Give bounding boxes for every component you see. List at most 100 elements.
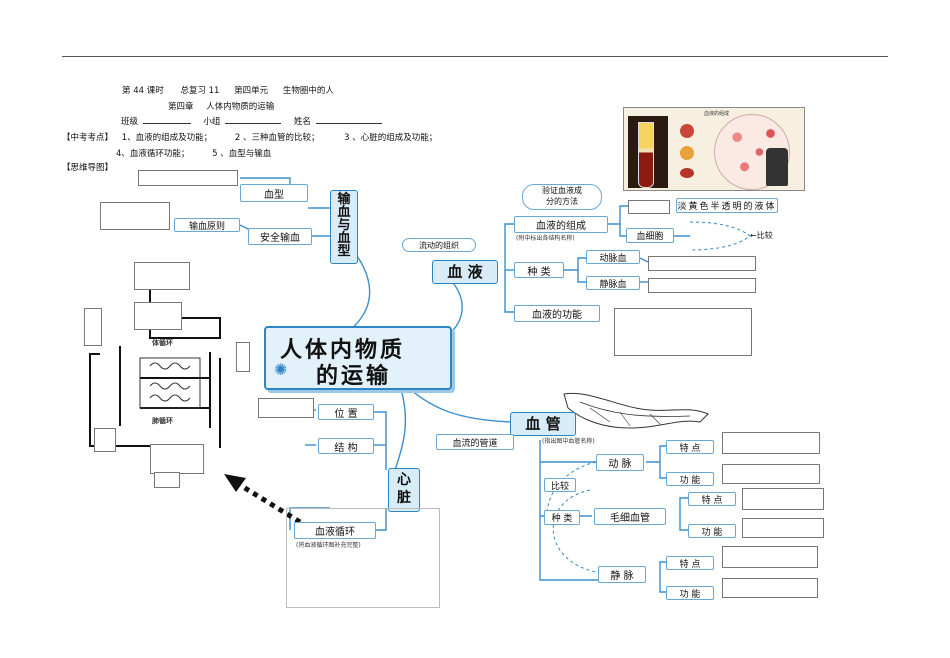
hub-char-4: 血 — [337, 231, 351, 246]
cell-sample-2 — [680, 146, 694, 160]
heart-hub: 心 脏 — [388, 468, 420, 512]
vessel-note: (指出图中血管名称) — [542, 438, 595, 445]
center-title-line2: 的运输 — [316, 364, 392, 389]
title-line: 第 44 课时 总复习 11 第四单元 生物圈中的人 — [122, 84, 334, 96]
vessel-hub-label: 血 管 — [525, 415, 561, 433]
safe-transfusion-node: 安全输血 — [248, 228, 312, 245]
circ-blank-upper[interactable] — [134, 302, 182, 330]
vessel-hub: 血 管 — [510, 412, 576, 436]
blank-capillary-feature[interactable] — [742, 488, 824, 510]
blank-blood-function[interactable] — [614, 308, 752, 356]
center-hub: 人体内物质 的运输 ✺ — [264, 326, 452, 390]
group-label: 小组 — [203, 117, 221, 127]
circulation-arrowhead — [224, 474, 246, 492]
blank-capillary-function[interactable] — [742, 518, 824, 538]
blank-artery-function[interactable] — [722, 464, 820, 484]
circ-blank-bottom[interactable] — [154, 472, 180, 488]
class-label: 班级 — [121, 117, 139, 127]
composition-note: (附中标出各结构名称) — [516, 235, 575, 242]
student-info-line: 班级 小组 姓名 — [121, 115, 382, 127]
position-node: 位 置 — [318, 404, 374, 420]
blank-plasma[interactable] — [628, 200, 670, 214]
left-arrow-icon: ← — [750, 231, 757, 240]
unit-title: 生物圈中的人 — [282, 86, 334, 96]
exam-point-2: 2 、三种血管的比较； — [234, 133, 320, 143]
microscope-image — [766, 148, 788, 186]
lesson-number: 第 44 课时 — [122, 86, 164, 96]
name-label: 姓名 — [293, 117, 311, 127]
blank-blood-type-detail[interactable] — [138, 170, 238, 186]
circ-blank-left[interactable] — [84, 308, 102, 346]
circulation-lines — [89, 290, 221, 448]
sun-icon: ✺ — [274, 360, 288, 379]
capillary-node: 毛细血管 — [594, 508, 666, 525]
circ-blank-lower-left[interactable] — [94, 428, 116, 452]
cell-sample-3 — [680, 168, 694, 178]
arterial-blood-node: 动脉血 — [586, 250, 640, 264]
circulation-note: (将血液循环图补充完整) — [296, 542, 361, 549]
blank-arterial-detail[interactable] — [648, 256, 756, 271]
blank-heart-position[interactable] — [258, 398, 314, 418]
systemic-circulation-label: 体循环 — [152, 339, 173, 347]
verify-method-bubble: 验证血液成 分的方法 — [522, 184, 602, 210]
exam-point-1: 1、血液的组成及功能； — [121, 133, 213, 143]
blank-artery-feature[interactable] — [722, 432, 820, 454]
flowing-tissue-node: 流动的组织 — [402, 238, 476, 252]
vein-node: 静 脉 — [598, 566, 646, 583]
blank-transfusion-detail[interactable] — [100, 202, 170, 230]
chapter-number: 第四章 — [168, 102, 194, 112]
unit-number: 第四单元 — [234, 86, 269, 96]
test-tube-image — [628, 116, 668, 188]
review-number: 总复习 11 — [180, 86, 220, 96]
compare-text: 比较 — [756, 231, 773, 240]
verify-line-1: 验证血液成 — [542, 186, 582, 195]
heart-char-1: 心 — [397, 472, 411, 488]
chapter-title: 人体内物质的运输 — [206, 102, 275, 112]
exam-points-line-1: 【中考考点】 1、血液的组成及功能； 2 、三种血管的比较； 3 、心脏的组成及… — [62, 131, 437, 143]
vessel-diagram — [563, 392, 709, 429]
venous-blood-node: 静脉血 — [586, 276, 640, 290]
structure-node: 结 构 — [318, 438, 374, 454]
exam-point-3: 3 、心脏的组成及功能； — [344, 133, 438, 143]
top-rule — [62, 56, 888, 57]
blank-venous-detail[interactable] — [648, 278, 756, 293]
transfusion-hub: 输 血 与 血 型 — [330, 190, 358, 264]
transfusion-principle-node: 输血原则 — [174, 218, 240, 232]
hub-char-1: 输 — [337, 192, 351, 207]
blood-cells-node: 血细胞 — [626, 228, 674, 243]
hub-char-2: 血 — [337, 205, 351, 220]
heart-char-2: 脏 — [397, 490, 411, 506]
circ-blank-lower[interactable] — [150, 444, 204, 474]
blank-vein-function[interactable] — [722, 578, 818, 598]
blood-composition-figure: 血液的组成 — [623, 107, 805, 191]
blood-function-node: 血液的功能 — [514, 305, 600, 322]
compare2-node: 比较 — [544, 478, 576, 492]
circulation-node: 血液循环 — [294, 522, 376, 539]
exam-points-line-2: 4、血液循环功能； 5 、血型与输血 — [116, 147, 271, 159]
circulation-arrow — [230, 477, 302, 525]
circulation-diagram: 体循环 肺循环 — [80, 258, 250, 490]
circ-blank-right[interactable] — [236, 342, 250, 372]
group-field[interactable] — [225, 115, 282, 124]
blank-vein-feature[interactable] — [722, 546, 818, 568]
blood-type-node: 血型 — [240, 184, 308, 202]
types2-node: 种 类 — [544, 510, 580, 525]
verify-line-2: 分的方法 — [546, 197, 578, 206]
capillary-function-node: 功 能 — [688, 524, 736, 538]
exam-point-4: 4、血液循环功能； — [116, 149, 190, 159]
blood-hub: 血 液 — [432, 260, 498, 284]
circ-blank-top[interactable] — [134, 262, 190, 290]
figure-title: 血液的组成 — [704, 111, 730, 117]
pulmonary-circulation-label: 肺循环 — [152, 417, 173, 425]
exam-point-5: 5 、血型与输血 — [212, 149, 272, 159]
mindmap-label: 【思维导图】 — [62, 163, 114, 173]
name-field[interactable] — [315, 115, 382, 124]
capillary-feature-node: 特 点 — [688, 492, 736, 506]
artery-node: 动 脉 — [596, 454, 644, 471]
plasma-description: 淡黄色半透明的液体 — [676, 198, 778, 213]
artery-feature-node: 特 点 — [666, 440, 714, 454]
class-field[interactable] — [142, 115, 191, 124]
artery-function-node: 功 能 — [666, 472, 714, 486]
blood-hub-label: 血 液 — [447, 263, 483, 281]
